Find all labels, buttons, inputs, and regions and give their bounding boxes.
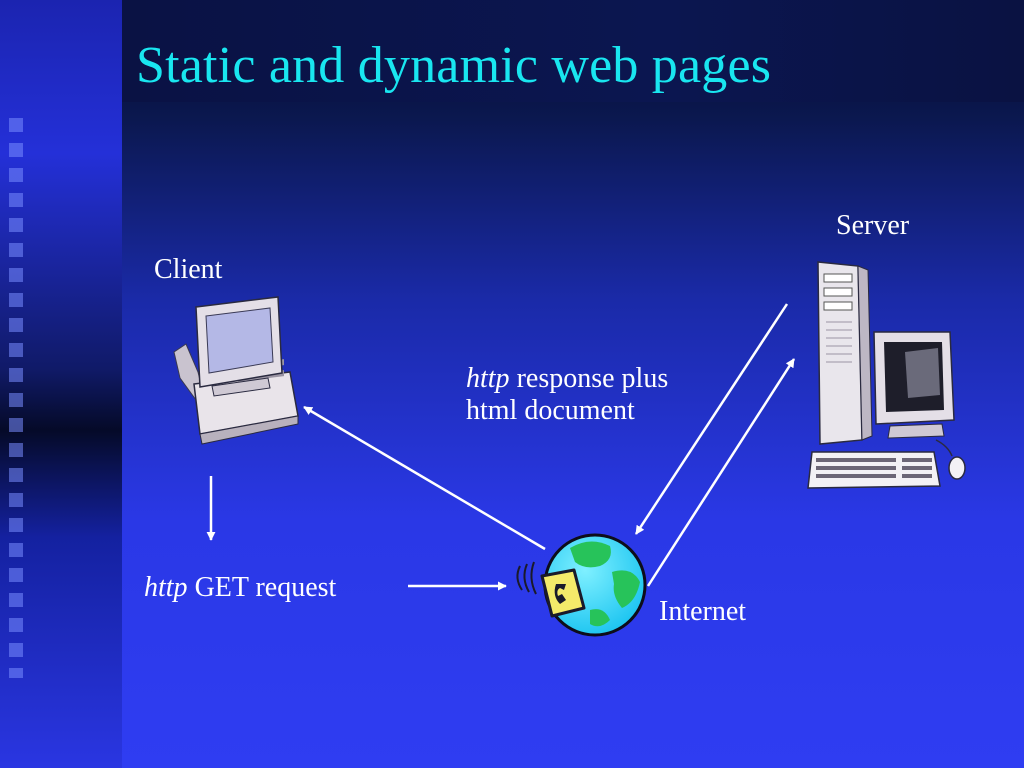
client-label: Client — [154, 254, 223, 285]
internet-globe-icon — [516, 533, 647, 637]
server-icon — [807, 261, 966, 489]
side-square-pattern — [6, 118, 28, 678]
server-label: Server — [836, 210, 910, 241]
response-line-1: http response plus — [466, 363, 668, 395]
response-text-2: html document — [466, 395, 635, 427]
arrows — [206, 303, 796, 591]
slide-title: Static and dynamic web pages — [136, 37, 772, 94]
arrow-internet-to-server — [646, 358, 796, 587]
title-band — [122, 0, 1024, 102]
arrow-server-to-internet — [634, 303, 789, 535]
response-protocol-text: http — [466, 363, 510, 394]
client-computer-icon — [173, 296, 299, 445]
http-response-label: http response plus html document — [466, 363, 668, 427]
get-protocol-text: http — [144, 572, 188, 603]
http-get-request-label: http GET request — [144, 572, 336, 604]
response-text-1: response plus — [516, 363, 669, 394]
get-request-text: GET request — [194, 572, 337, 603]
internet-label: Internet — [659, 596, 747, 627]
arrow-internet-to-client — [303, 405, 546, 551]
